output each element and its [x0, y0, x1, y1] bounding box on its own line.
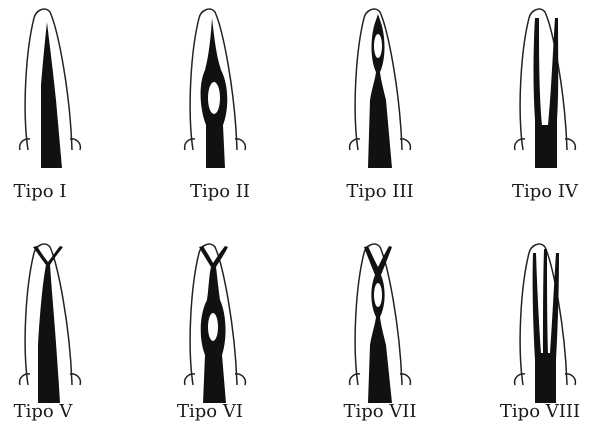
- tooth-diagram-tipo-viii: [495, 235, 595, 405]
- label-tipo-v: Tipo V: [0, 401, 113, 422]
- label-tipo-viii: Tipo VIII: [470, 401, 597, 422]
- tooth-diagram-tipo-v: [0, 235, 100, 405]
- label-tipo-vii: Tipo VII: [310, 401, 450, 422]
- label-tipo-iv: Tipo IV: [475, 181, 597, 202]
- label-tipo-ii: Tipo II: [150, 181, 290, 202]
- tooth-diagram-tipo-iv: [495, 0, 595, 170]
- tooth-diagram-tipo-iii: [330, 0, 430, 170]
- label-tipo-iii: Tipo III: [310, 181, 450, 202]
- label-tipo-i: Tipo I: [0, 181, 110, 202]
- tooth-diagram-tipo-vi: [165, 235, 265, 405]
- tooth-diagram-tipo-ii: [165, 0, 265, 170]
- tooth-diagram-tipo-vii: [330, 235, 430, 405]
- tooth-diagram-tipo-i: [0, 0, 100, 170]
- label-tipo-vi: Tipo VI: [140, 401, 280, 422]
